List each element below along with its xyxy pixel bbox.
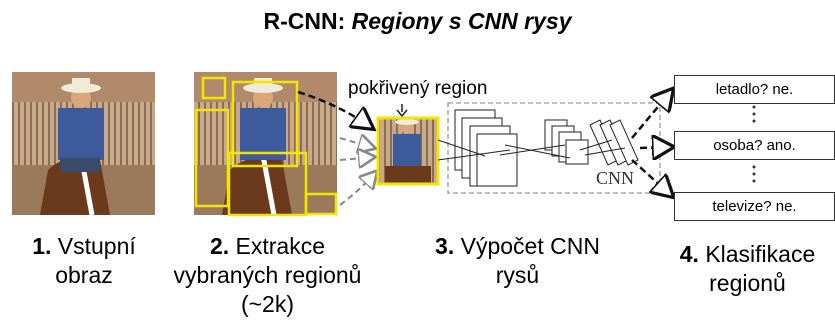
cnn-to-class-arrow-1 [631, 90, 672, 139]
step-2-number: 2. [209, 233, 230, 259]
region-proposals-image [194, 72, 338, 217]
warped-region-image [376, 116, 440, 186]
proposal-box-1 [231, 80, 299, 168]
input-image [12, 72, 155, 216]
cnn-to-class-arrow-3 [631, 159, 672, 196]
step-1-caption: 1. Vstupní obraz [0, 232, 168, 290]
ellipsis-dots [752, 105, 756, 183]
proposal-to-warp-arrow-gray-2 [339, 157, 374, 160]
class-box-airplane: letadlo? ne. [674, 75, 835, 104]
step-4-number: 4. [679, 241, 699, 267]
step-4-line1: Klasifikace [705, 241, 816, 267]
step-3-caption: 3. Výpočet CNN rysů [410, 232, 625, 290]
step-1-number: 1. [32, 233, 52, 259]
diagram-title: R-CNN: Regiony s CNN rysy [0, 8, 835, 35]
step-2-line1: Extrakce [235, 233, 326, 259]
cnn-connections [437, 139, 626, 161]
cnn-layers-icon [454, 109, 639, 187]
proposal-box-5 [304, 192, 338, 216]
warped-pointer-icon [396, 104, 408, 118]
title-suffix: Regiony s CNN rysy [351, 8, 572, 34]
cnn-to-class-arrow-2 [639, 147, 672, 148]
proposal-box-4 [201, 76, 227, 100]
step-3-number: 3. [435, 233, 455, 259]
step-1-line1: Vstupní [57, 233, 136, 259]
proposal-box-3 [227, 151, 308, 217]
step-3-line2: rysů [495, 262, 540, 288]
cnn-label: CNN [596, 168, 635, 188]
step-3-line1: Výpočet CNN [460, 233, 600, 259]
step-2-caption: 2. Extrakce vybraných regionů (~2k) [155, 232, 380, 319]
step-4-caption: 4. Klasifikace regionů [660, 240, 835, 298]
warped-region-label: pokřivený region [348, 78, 488, 99]
title-prefix: R-CNN: [263, 8, 346, 34]
proposal-to-warp-arrow-gray-1 [339, 138, 374, 148]
proposal-to-warp-arrow-gray-3 [339, 172, 376, 206]
class-box-tv: televize? ne. [674, 192, 835, 221]
class-box-person: osoba? ano. [674, 131, 835, 160]
step-1-line2: obraz [55, 262, 113, 288]
step-2-line3: (~2k) [240, 291, 295, 317]
step-2-line2: vybraných regionů [173, 262, 362, 288]
step-4-line2: regionů [709, 270, 786, 296]
